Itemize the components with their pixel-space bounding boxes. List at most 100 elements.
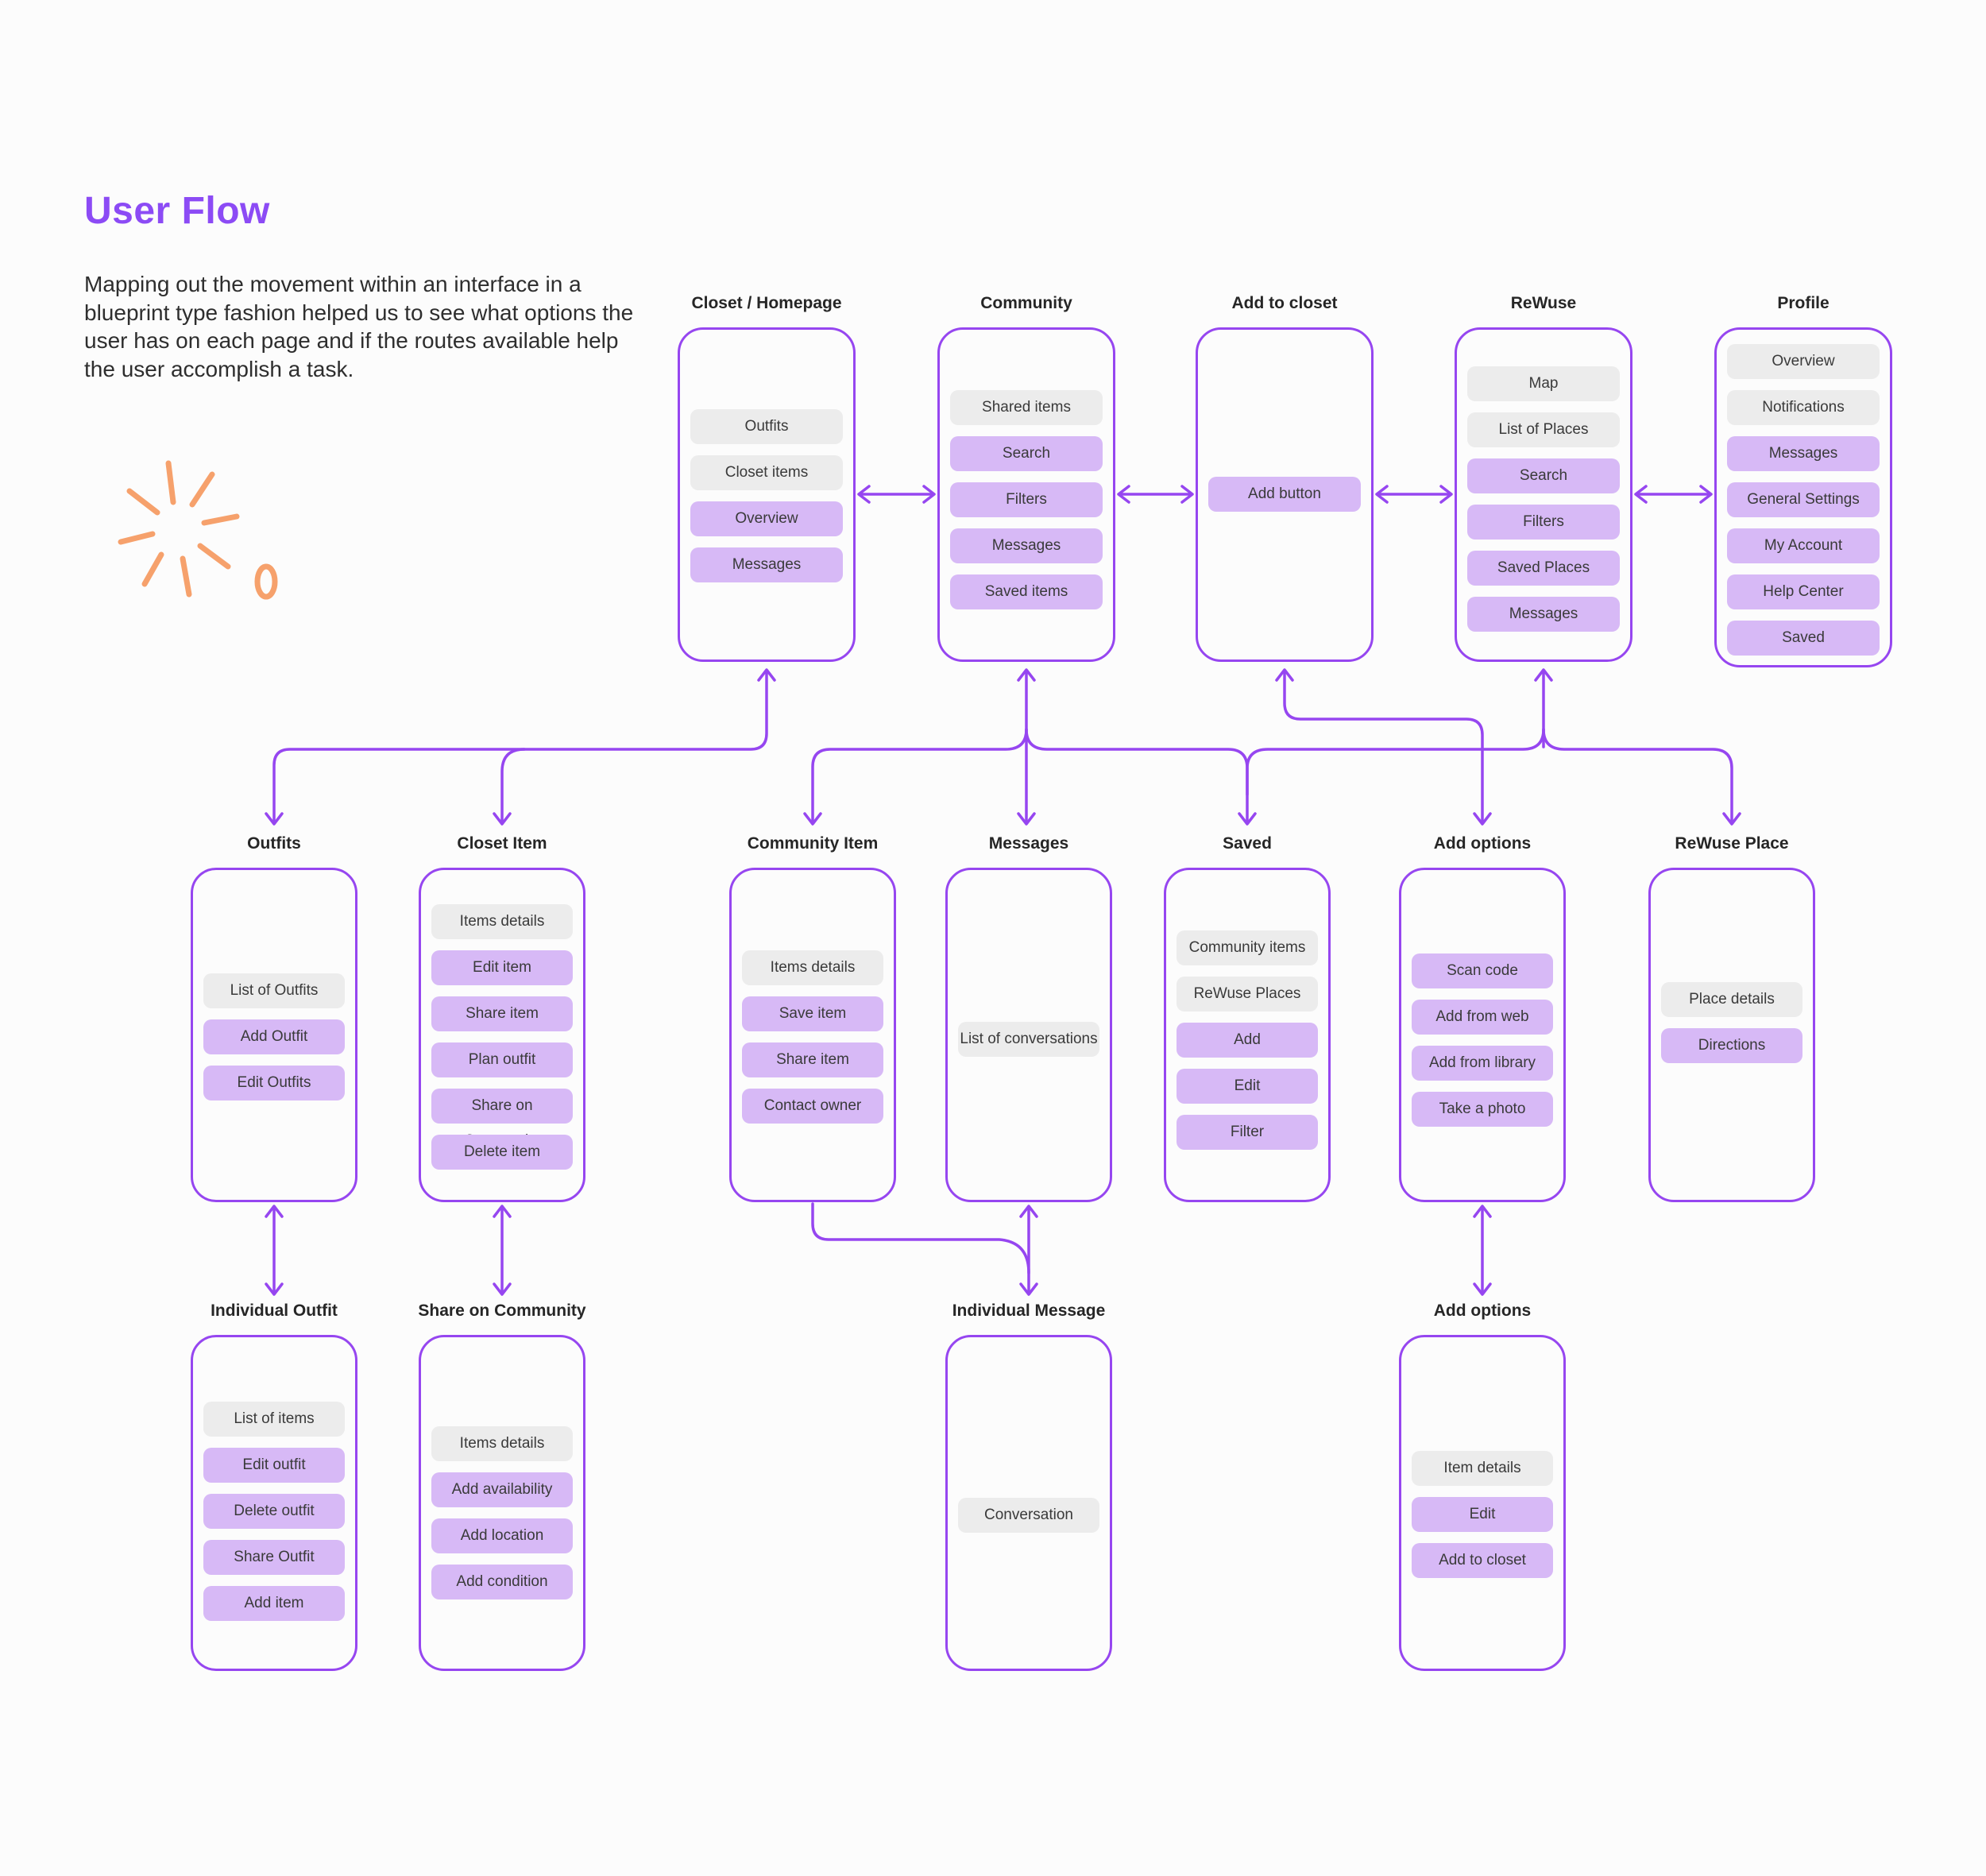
- arrowhead-up-icon: [1275, 668, 1294, 682]
- arrowhead-down-icon: [1238, 812, 1257, 826]
- arrowhead-left-icon: [1634, 485, 1648, 504]
- frame-title-saved: Saved: [1223, 834, 1272, 853]
- wireframe-button-messages: Messages: [950, 528, 1103, 563]
- arrowhead-up-icon: [1473, 1205, 1492, 1218]
- wireframe-button-search: Search: [950, 436, 1103, 471]
- arrowhead-left-icon: [857, 485, 871, 504]
- wireframe-button-filter: Filter: [1177, 1115, 1318, 1150]
- wireframe-button-saved-places: Saved Places: [1467, 551, 1620, 586]
- wireframe-button-saved: Saved: [1727, 621, 1880, 656]
- wireframe-button-conversation: Conversation: [958, 1498, 1099, 1533]
- wireframe-button-help-center: Help Center: [1727, 574, 1880, 609]
- arrowhead-down-icon: [493, 1282, 512, 1296]
- wireframe-button-edit-outfits: Edit Outfits: [203, 1066, 345, 1100]
- connector-line: [1025, 728, 1249, 823]
- wireframe-button-add-availability: Add availability: [431, 1472, 573, 1507]
- wireframe-button-share-item: Share item: [742, 1042, 883, 1077]
- wireframe-button-overview: Overview: [1727, 344, 1880, 379]
- arrowhead-up-icon: [1019, 1205, 1038, 1218]
- arrowhead-up-icon: [1017, 668, 1036, 682]
- frame-title-closet-homepage: Closet / Homepage: [691, 294, 842, 312]
- wireframe-button-add: Add: [1177, 1023, 1318, 1058]
- arrowhead-up-icon: [757, 668, 776, 682]
- screen-frame-add-to-closet: Add to closet Add button: [1196, 294, 1374, 662]
- arrowhead-down-icon: [493, 812, 512, 826]
- wireframe-button-add-to-closet: Add to closet: [1412, 1543, 1553, 1578]
- wireframe-button-add-item: Add item: [203, 1586, 345, 1621]
- wireframe-button-messages: Messages: [690, 547, 843, 582]
- wireframe-button-filters: Filters: [1467, 505, 1620, 540]
- sparkle-ray: [118, 531, 156, 545]
- wireframe-button-items-details: Items details: [431, 1426, 573, 1461]
- wireframe-button-add-from-library: Add from library: [1412, 1046, 1553, 1081]
- sparkle-ray: [197, 543, 231, 570]
- wireframe-button-share-item: Share item: [431, 996, 573, 1031]
- wireframe-button-messages: Messages: [1727, 436, 1880, 471]
- wireframe-button-share-outfit: Share Outfit: [203, 1540, 345, 1575]
- wireframe-button-general-settings: General Settings: [1727, 482, 1880, 517]
- frame-title-add-to-closet: Add to closet: [1231, 294, 1338, 312]
- connector-line: [500, 748, 526, 823]
- arrowhead-right-icon: [1180, 485, 1194, 504]
- connector-line: [272, 670, 768, 823]
- arrowhead-down-icon: [265, 1282, 284, 1296]
- frame-title-rewuse: ReWuse: [1510, 294, 1577, 312]
- wireframe-button-edit-item: Edit item: [431, 950, 573, 985]
- arrowhead-left-icon: [1375, 485, 1389, 504]
- wireframe-button-saved-items: Saved items: [950, 574, 1103, 609]
- sparkle-ray: [165, 460, 176, 505]
- sparkle-ray: [201, 513, 240, 526]
- wireframe-button-add-from-web: Add from web: [1412, 1000, 1553, 1035]
- frame-title-add-options: Add options: [1433, 834, 1532, 853]
- wireframe-button-item-details: Item details: [1412, 1451, 1553, 1486]
- sparkle-ray: [189, 471, 215, 508]
- arrowhead-down-icon: [1473, 1282, 1492, 1296]
- wireframe-button-my-account: My Account: [1727, 528, 1880, 563]
- wireframe-button-edit-outfit: Edit outfit: [203, 1448, 345, 1483]
- frame-title-rewuse-place: ReWuse Place: [1675, 834, 1789, 853]
- wireframe-button-contact-owner: Contact owner: [742, 1089, 883, 1124]
- wireframe-button-outfits: Outfits: [690, 409, 843, 444]
- wireframe-button-add-condition: Add condition: [431, 1565, 573, 1599]
- arrowhead-up-icon: [1534, 668, 1553, 682]
- wireframe-button-list-of-items: List of items: [203, 1402, 345, 1437]
- sparkle-ray: [180, 555, 192, 598]
- wireframe-button-take-a-photo: Take a photo: [1412, 1092, 1553, 1127]
- wireframe-button-scan-code: Scan code: [1412, 953, 1553, 988]
- arrowhead-down-icon: [1473, 812, 1492, 826]
- frame-title-profile: Profile: [1777, 294, 1830, 312]
- page-title: User Flow: [84, 190, 270, 232]
- wireframe-button-items-details: Items details: [742, 950, 883, 985]
- frame-title-add-options-detail: Add options: [1433, 1302, 1532, 1320]
- connector-line: [811, 728, 1028, 823]
- arrowhead-down-icon: [1722, 812, 1741, 826]
- wireframe-button-list-of-conversations: List of conversations: [958, 1022, 1099, 1057]
- connector-line: [1542, 728, 1733, 823]
- wireframe-button-messages: Messages: [1467, 597, 1620, 632]
- wireframe-button-search: Search: [1467, 458, 1620, 493]
- arrowhead-down-icon: [803, 812, 822, 826]
- arrowhead-up-icon: [493, 1205, 512, 1218]
- sparkle-ray: [141, 551, 164, 587]
- screen-frame-messages: Messages List of conversations: [945, 834, 1112, 1202]
- frame-title-community-item: Community Item: [747, 834, 879, 853]
- wireframe-button-save-item: Save item: [742, 996, 883, 1031]
- arrowhead-down-icon: [1019, 1282, 1038, 1296]
- frame-title-share-on-community: Share on Community: [418, 1302, 586, 1320]
- arrowhead-up-icon: [265, 1205, 284, 1218]
- wireframe-button-delete-outfit: Delete outfit: [203, 1494, 345, 1529]
- arrowhead-right-icon: [1699, 485, 1713, 504]
- wireframe-button-community-items: Community items: [1177, 930, 1318, 965]
- wireframe-button-plan-outfit: Plan outfit: [431, 1042, 573, 1077]
